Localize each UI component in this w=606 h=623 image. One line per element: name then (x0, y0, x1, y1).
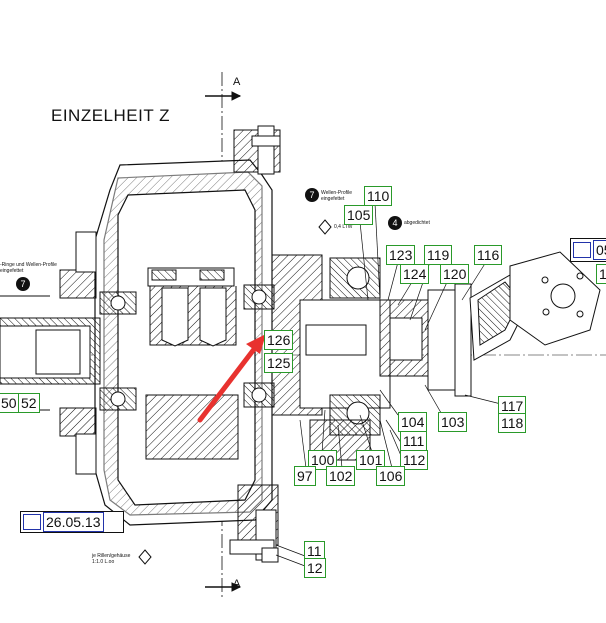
part-tag-103[interactable]: 103 (438, 412, 468, 432)
part-tag-105[interactable]: 105 (344, 205, 374, 225)
part-tag-97[interactable]: 97 (294, 466, 316, 486)
lower-gear (145, 394, 239, 460)
bottom-flange (229, 484, 279, 563)
part-tag-125[interactable]: 125 (264, 353, 294, 373)
part-tag-110[interactable]: 110 (364, 186, 393, 206)
section-label-top: A (233, 76, 241, 88)
revision-text: 05 (593, 240, 606, 260)
left-shaft (0, 231, 101, 475)
date-text: 26.05.13 (43, 512, 104, 532)
part-tag-50[interactable]: 50 (0, 393, 20, 413)
hydraulic-motor (469, 251, 601, 361)
part-tag-112[interactable]: 112 (400, 450, 429, 470)
section-label-bottom: A (233, 578, 241, 590)
part-tag-52[interactable]: 52 (18, 393, 40, 413)
detail-title: EINZELHEIT Z (51, 106, 171, 125)
revision-eye-icon (23, 514, 41, 530)
upper-gear (147, 267, 237, 347)
part-tag-123[interactable]: 123 (386, 245, 416, 265)
part-tag-120[interactable]: 120 (440, 264, 470, 284)
part-tag-100[interactable]: 100 (308, 450, 338, 470)
note-bottom: je Rillen/gehäuse 1:1.0 L.oo (92, 553, 131, 565)
revision-stamp: 05 (570, 238, 606, 262)
callout-bubble-left: 7 (16, 277, 30, 291)
part-tag-101[interactable]: 101 (356, 450, 386, 470)
left-bearings (99, 284, 275, 411)
part-tag-118[interactable]: 118 (498, 413, 527, 433)
part-tag-124[interactable]: 124 (400, 264, 430, 284)
callout-bubble-four: 4 (388, 216, 402, 230)
revision-eye-icon (573, 242, 591, 258)
highlight-arrow (197, 334, 266, 423)
part-tag-1[interactable]: 1 (596, 264, 606, 284)
callout-bubble-right: 7 (305, 188, 319, 202)
part-tag-126[interactable]: 126 (264, 330, 294, 350)
note-roughness: 0,4 LTW (334, 224, 353, 230)
part-tag-111[interactable]: 111 (400, 431, 428, 451)
note-bonded: abgedichtet (404, 220, 430, 226)
part-tag-116[interactable]: 116 (474, 245, 503, 265)
part-tag-12[interactable]: 12 (304, 558, 326, 578)
top-flange (233, 125, 281, 175)
part-tag-104[interactable]: 104 (398, 412, 428, 432)
part-tag-119[interactable]: 119 (424, 245, 453, 265)
part-tag-102[interactable]: 102 (326, 466, 356, 486)
part-tag-106[interactable]: 106 (376, 466, 406, 486)
part-tag-11[interactable]: 11 (304, 541, 325, 561)
date-stamp: 26.05.13 (20, 511, 124, 533)
right-output-assembly (271, 254, 472, 461)
surface-marks (138, 219, 332, 565)
note-left-rings: -Ringe und Wellen-Profile eingefettet (0, 262, 57, 274)
note-shaft-profiles: Wellen-Profile eingefettet (321, 190, 353, 202)
